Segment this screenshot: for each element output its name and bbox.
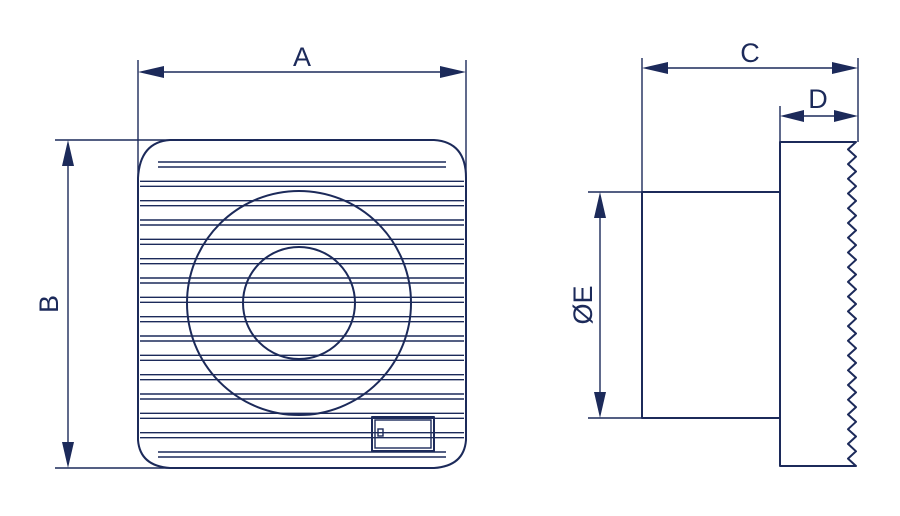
label-c: C [740, 38, 760, 68]
front-panel-outline [137, 139, 467, 469]
inner-hub [242, 246, 356, 360]
dimension-a: A [137, 42, 467, 178]
dimension-d: D [779, 84, 858, 142]
dimension-e: ØE [568, 191, 642, 419]
front-view: A B [34, 42, 467, 469]
grille-slats [140, 161, 464, 458]
label-b: B [34, 295, 64, 313]
duct-body [641, 191, 781, 419]
front-plate-outline [779, 141, 857, 467]
switch-box [371, 416, 435, 452]
dimension-c: C [641, 38, 859, 192]
label-a: A [293, 42, 311, 72]
side-view: C D ØE [568, 38, 859, 467]
dimension-b: B [34, 139, 170, 469]
outer-ring [186, 190, 412, 416]
label-d: D [808, 84, 828, 114]
label-e: ØE [568, 285, 598, 324]
